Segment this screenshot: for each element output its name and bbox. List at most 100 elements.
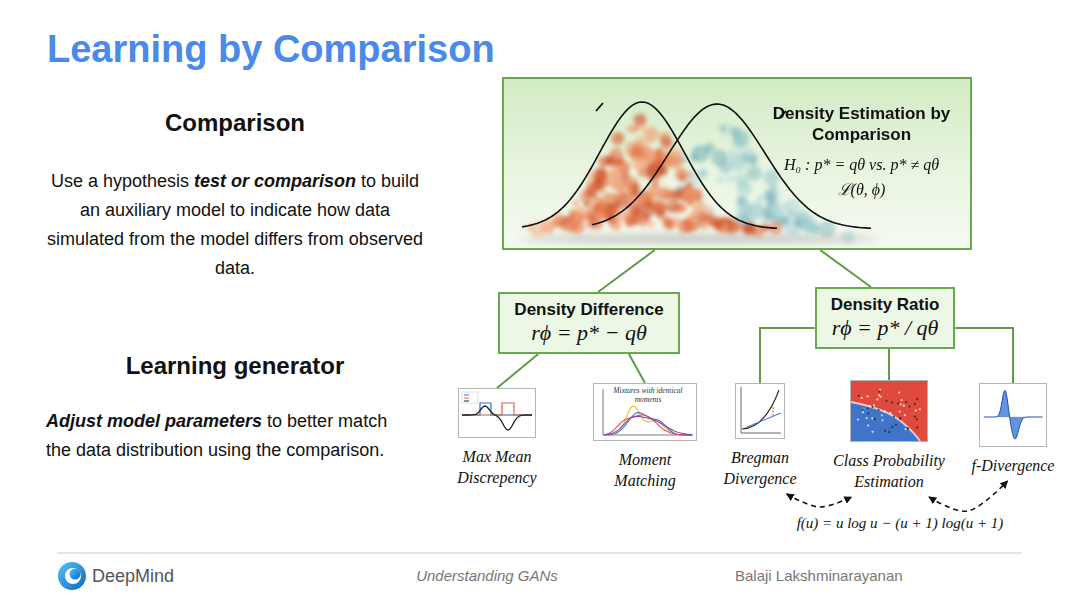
sample-dot [867,412,869,414]
data-sample [608,175,623,190]
sample-dot [885,400,887,402]
sample-dot [871,417,873,419]
sample-dot [891,426,893,428]
panel-heading: Density Estimation by Comparison [772,103,952,145]
data-sample [572,200,579,207]
sample-dot [914,416,916,418]
data-sample [648,221,655,228]
sample-dot [884,430,886,432]
data-sample [626,186,634,194]
sample-dot [881,414,883,416]
sample-dot [867,407,869,409]
sample-dot [871,431,873,433]
data-sample [570,219,585,234]
label-text: Mixtures with identical moments [613,386,682,404]
sample-dot [899,417,901,419]
section-heading: Comparison [165,109,305,136]
legend-sample [464,401,469,402]
data-sample [685,215,701,231]
sample-dot [877,409,879,411]
model-sample [726,174,735,183]
data-sample [586,182,597,193]
model-sample [819,221,836,238]
method-thumbnail: Class Probability Estimation [827,380,952,492]
label-text: Balaji Lakshminarayanan [735,567,903,584]
data-sample [634,113,647,126]
model-sample [784,216,790,222]
sample-dot [914,403,916,405]
sample-dot [901,399,903,401]
model-sample [746,165,762,181]
sample-dot [873,418,875,420]
data-sample [589,198,596,205]
data-sample [648,183,662,197]
text-block: Comparison [35,108,435,138]
method-caption: Class Probability Estimation [827,450,952,492]
legend-sample [464,395,469,396]
data-sample [574,209,582,217]
label-text: f(u) = u log u − (u + 1) log(u + 1) [797,515,1004,531]
equivalence-arrow [787,494,852,507]
thumbnail-frame [736,384,785,439]
logo-core [70,569,81,580]
model-sample [764,191,776,203]
sample-dot [891,401,893,403]
model-sample [748,202,766,220]
thumbnail-frame [594,384,697,441]
data-sample [681,188,696,203]
method-thumbnail: f-Divergence [958,383,1068,476]
sample-dot [862,411,864,413]
tree-connector [629,354,645,383]
model-sample [757,195,764,202]
sample-dot [916,427,918,429]
category-box: Density Ratiorϕ = p* / qθ [815,287,956,349]
formula: rϕ = p* / qθ [831,315,940,341]
sample-dot [862,408,864,410]
sample-dot [861,397,863,399]
text-block: Use a hypothesis test or comparison to b… [40,167,430,283]
method-thumbnail: Max Mean Discrepency [447,388,547,488]
data-sample [731,221,743,233]
tree-connector [497,354,538,388]
data-sample [661,137,673,149]
sample-dot [915,409,917,411]
model-sample [719,125,727,133]
body-text: Use a hypothesis [51,171,189,191]
text-block: Adjust model parameters to better match … [46,407,406,465]
sample-dot [862,408,864,410]
sample-dot [881,419,883,421]
divergence-gap [773,405,774,416]
data-sample [567,216,573,222]
data-sample [642,213,649,220]
logo-ring [65,568,81,584]
box-heading: Density Ratio [831,294,940,315]
text-block: Mixtures with identical moments [608,387,688,404]
q-curve [462,403,532,415]
data-sample [611,132,624,145]
mixture-curve [604,416,692,434]
data-sample [625,217,636,228]
data-sample [593,168,607,182]
tree-connector [760,328,815,383]
data-sample [735,225,740,230]
plot-axes [741,387,781,433]
thumbnail-frame [459,389,536,438]
model-sample [803,221,815,233]
method-illustration [458,388,536,438]
model-sample [730,127,740,137]
data-sample [609,147,623,161]
model-sample [716,175,725,184]
sample-dot [905,428,907,430]
thumbnail-frame [980,384,1047,447]
sample-cloud [526,113,854,243]
overview-panel: Density Estimation by Comparison H₀ : p* … [502,77,972,250]
data-sample [632,157,645,170]
divergence-area [984,390,1043,439]
model-sample [773,207,782,216]
sample-dot [866,417,868,419]
formula: ℒ(θ, ϕ) [759,180,964,200]
model-sample [727,155,742,170]
legend-box [462,392,478,403]
formula: H₀ : p* = qθ vs. p* ≠ qθ [759,155,964,175]
convex-curve [742,390,779,429]
